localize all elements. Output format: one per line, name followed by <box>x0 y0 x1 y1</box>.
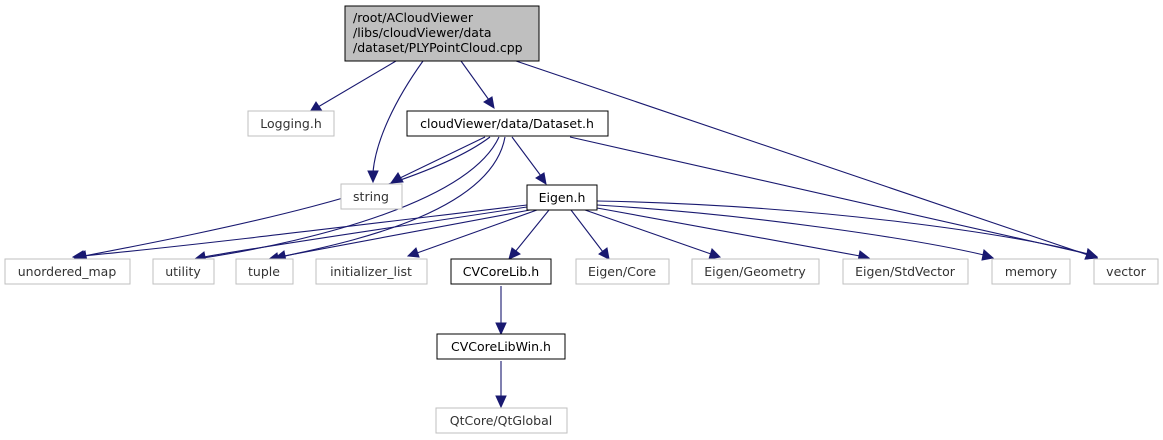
edge-eigen-core <box>570 209 610 260</box>
root-label-line-2: /libs/cloudViewer/data <box>353 25 492 40</box>
node-label: CVCoreLibWin.h <box>451 339 551 354</box>
node-tuple: tuple <box>235 258 294 285</box>
edge-dataset-unordered-map <box>73 136 491 262</box>
node-memory: memory <box>991 258 1071 285</box>
node-plypointcloud-cpp[interactable]: /root/ACloudViewer /libs/cloudViewer/dat… <box>344 5 540 62</box>
edge-cvcorelib-cvcorelibwin <box>495 286 507 336</box>
edge-dataset-vector <box>569 136 1099 260</box>
root-label-line-3: /dataset/PLYPointCloud.cpp <box>353 40 523 55</box>
node-label: Eigen/Geometry <box>704 264 806 279</box>
node-dataset-h[interactable]: cloudViewer/data/Dataset.h <box>406 110 609 137</box>
node-label: cloudViewer/data/Dataset.h <box>420 116 594 131</box>
node-label: tuple <box>248 264 280 279</box>
edge-eigen-utility <box>193 206 528 263</box>
node-label: unordered_map <box>18 264 117 279</box>
edge-eigen-memory <box>596 204 995 261</box>
node-label: initializer_list <box>330 264 412 279</box>
node-utility: utility <box>152 258 215 285</box>
edge-root-string <box>367 60 424 184</box>
edge-eigen-initializer-list <box>406 209 538 258</box>
node-string: string <box>340 183 403 210</box>
node-label: memory <box>1005 264 1058 279</box>
node-eigen-h[interactable]: Eigen.h <box>526 184 598 211</box>
node-label: string <box>353 189 389 204</box>
node-label: CVCoreLib.h <box>463 264 539 279</box>
node-label: vector <box>1106 264 1147 279</box>
root-label-line-1: /root/ACloudViewer <box>353 10 474 25</box>
node-label: Logging.h <box>260 116 322 131</box>
edge-eigen-cvcorelib <box>508 209 550 260</box>
edge-root-logging <box>309 60 397 113</box>
edge-eigen-stdvector <box>596 207 871 262</box>
node-logging-h: Logging.h <box>247 110 335 137</box>
node-label: QtCore/QtGlobal <box>450 413 553 428</box>
edge-root-vector <box>515 60 1099 260</box>
node-unordered-map: unordered_map <box>4 258 131 285</box>
node-label: Eigen/Core <box>588 264 656 279</box>
node-eigen-geometry: Eigen/Geometry <box>691 258 820 285</box>
node-label: utility <box>165 264 201 279</box>
node-eigen-core: Eigen/Core <box>575 258 670 285</box>
edge-dataset-eigen <box>511 136 547 185</box>
node-label: Eigen/StdVector <box>855 264 956 279</box>
node-vector: vector <box>1093 258 1159 285</box>
edge-cvcorelibwin-qtglobal <box>495 361 507 409</box>
node-initializer-list: initializer_list <box>315 258 428 285</box>
edge-eigen-vector <box>596 200 1099 260</box>
edge-eigen-geometry <box>584 209 722 260</box>
node-cvcorelibwin-h[interactable]: CVCoreLibWin.h <box>436 333 566 360</box>
node-eigen-stdvector: Eigen/StdVector <box>842 258 969 285</box>
edge-dataset-string <box>389 136 486 184</box>
edge-root-dataset <box>460 60 495 109</box>
node-label: Eigen.h <box>539 190 586 205</box>
node-qtcore-qtglobal: QtCore/QtGlobal <box>435 407 568 434</box>
node-cvcorelib-h[interactable]: CVCoreLib.h <box>450 258 552 285</box>
